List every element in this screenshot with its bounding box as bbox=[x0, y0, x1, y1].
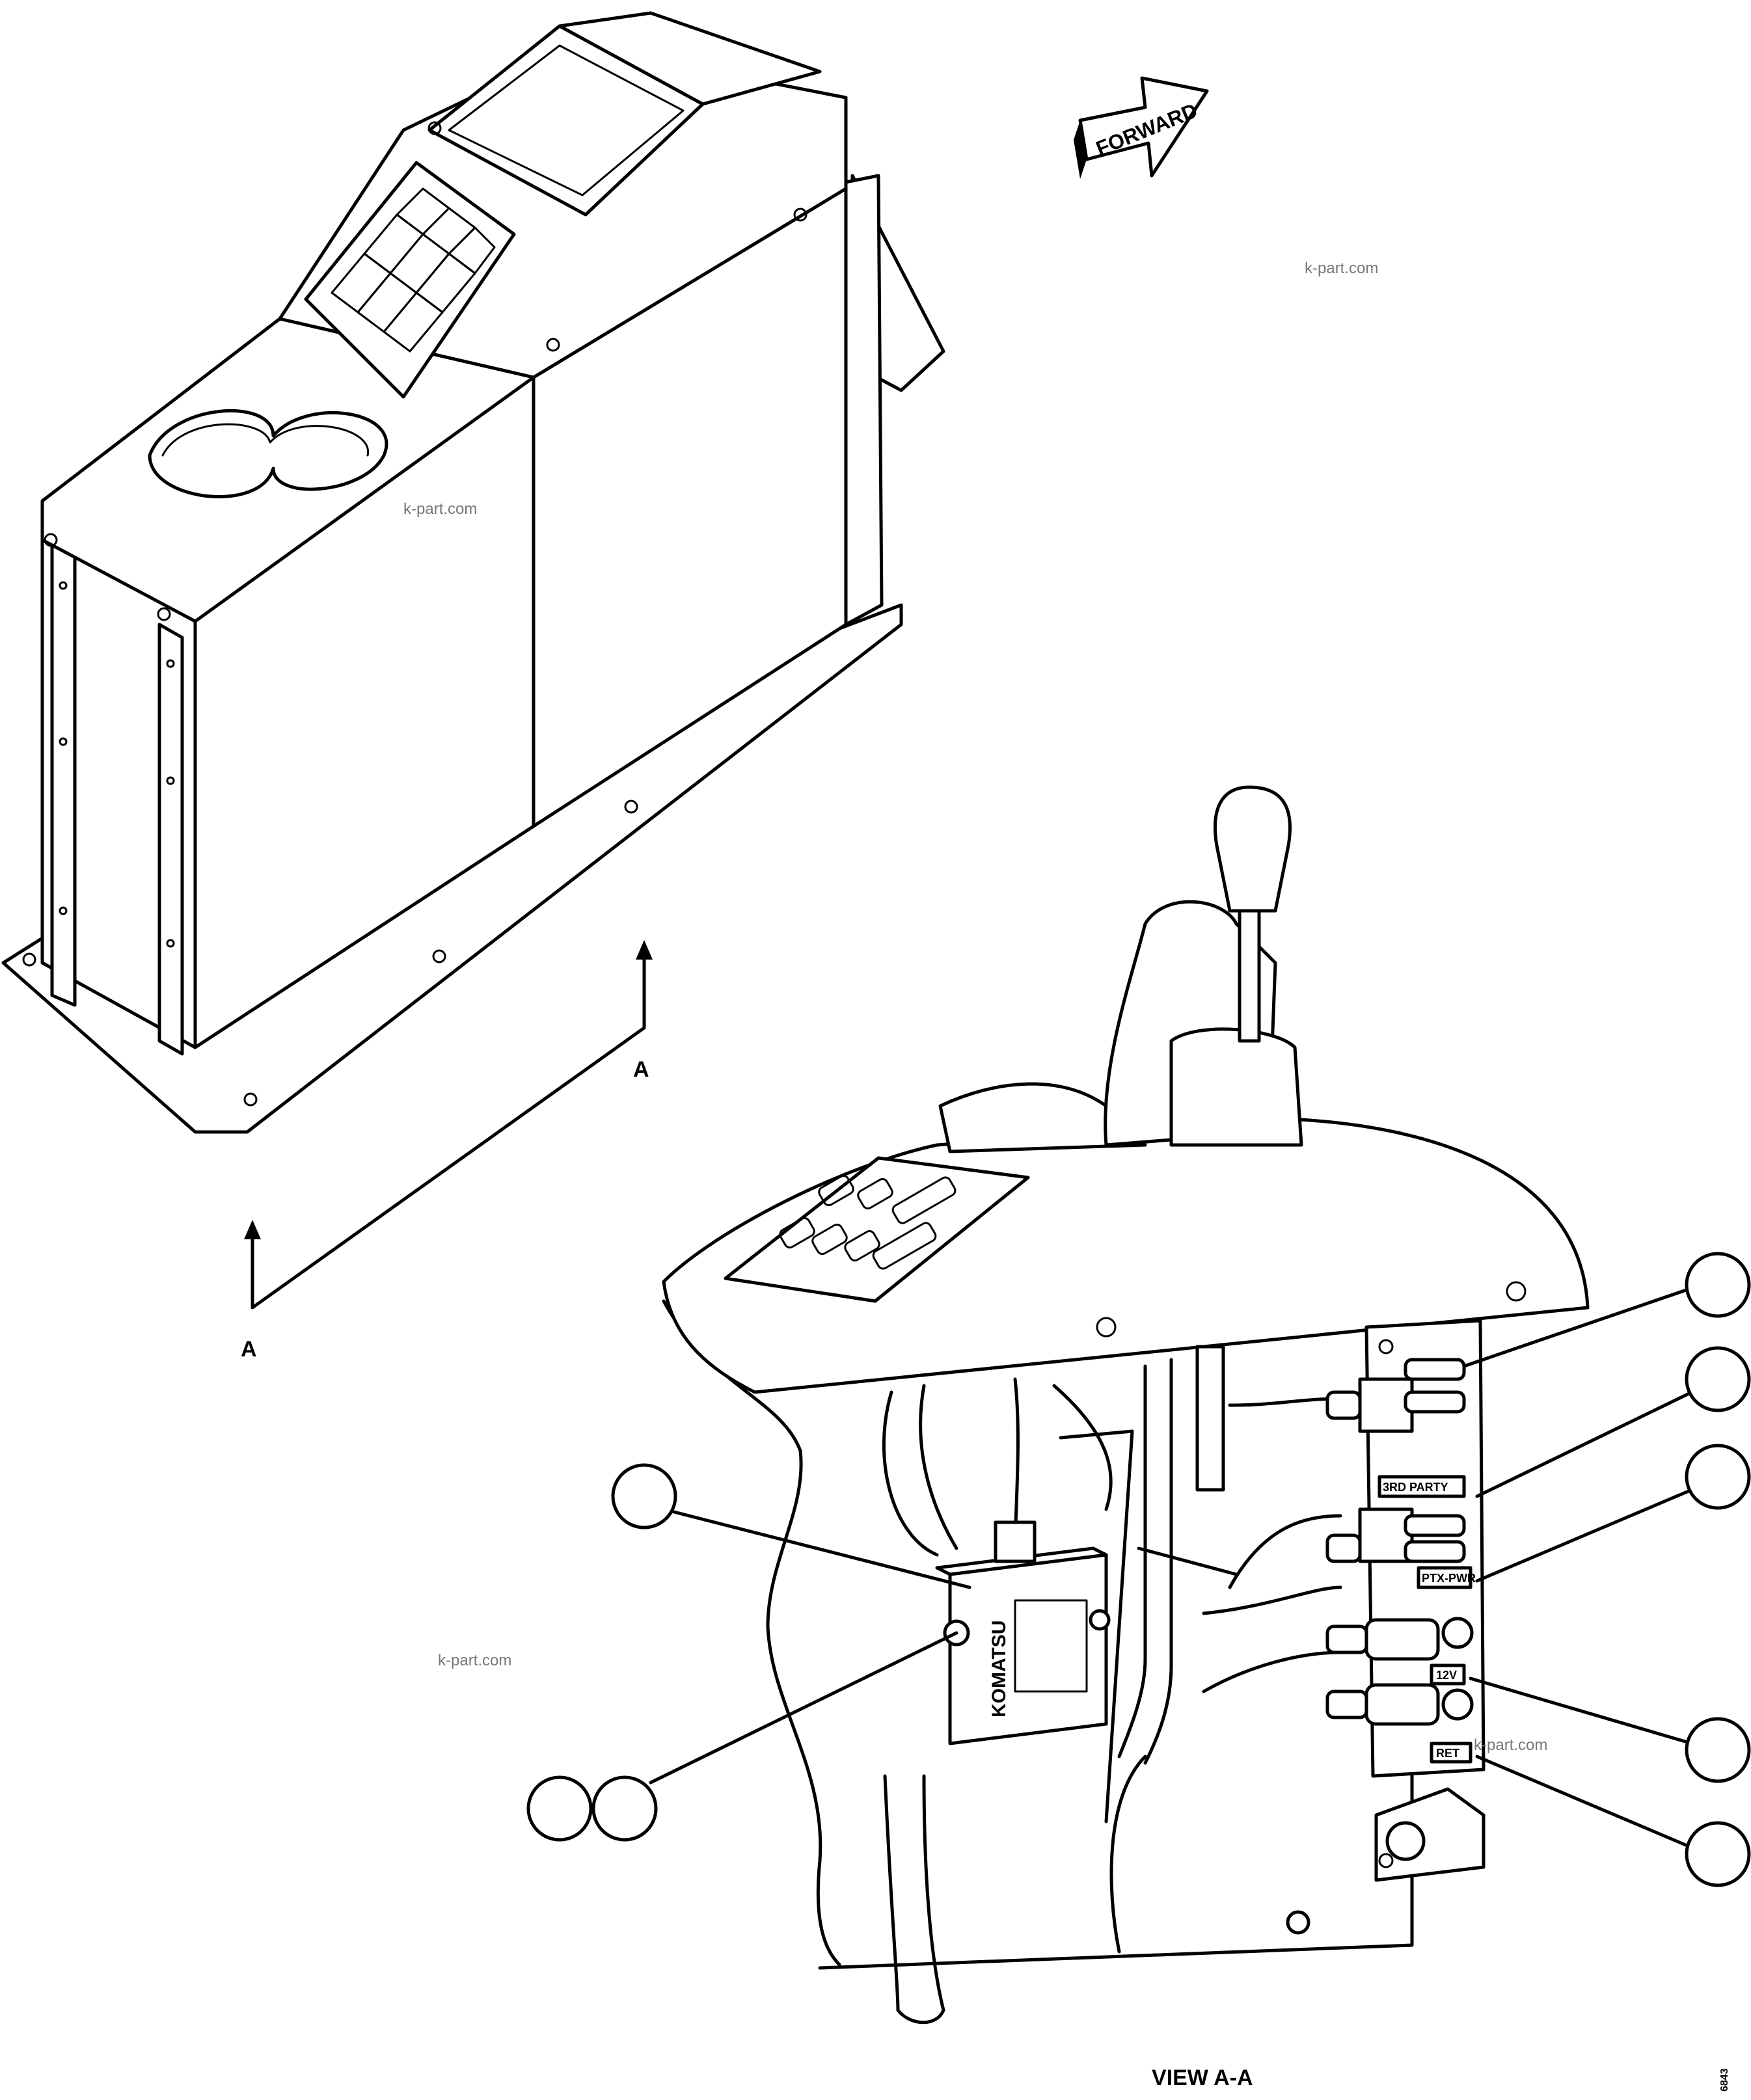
label-3rd-party: 3RD PARTY bbox=[1383, 1481, 1448, 1494]
callout-bubble bbox=[591, 1775, 658, 1842]
switch-grid bbox=[331, 187, 496, 353]
panel-buttons bbox=[779, 1174, 957, 1270]
callout-bubble bbox=[611, 1463, 677, 1529]
view-a-a-assembly: KOMATSU 3RD PARTY PTX-PWR 12V bbox=[662, 785, 1590, 2025]
screws bbox=[22, 121, 808, 1107]
console-assembly bbox=[1, 11, 945, 1134]
watermark: k-part.com bbox=[438, 1652, 511, 1669]
komatsu-logo: KOMATSU bbox=[988, 1621, 1010, 1717]
watermark: k-part.com bbox=[1305, 260, 1378, 277]
komatsu-module: KOMATSU bbox=[935, 1520, 1111, 1745]
label-ret: RET bbox=[1436, 1747, 1459, 1760]
label-12v: 12V bbox=[1436, 1669, 1457, 1682]
view-label: VIEW A-A bbox=[1152, 2066, 1253, 2090]
section-label-a: A bbox=[633, 1057, 649, 1082]
watermark: k-part.com bbox=[403, 500, 477, 518]
label-ptx-pwr: PTX-PWR bbox=[1422, 1572, 1476, 1585]
watermark: k-part.com bbox=[1474, 1736, 1547, 1754]
callout-bubble bbox=[1685, 1717, 1751, 1783]
forward-arrow: FORWARD bbox=[1074, 76, 1209, 179]
section-line-a-a bbox=[244, 940, 653, 1310]
section-label-a: A bbox=[241, 1337, 257, 1362]
figure-code: 6843 bbox=[1719, 2068, 1730, 2092]
callout-bubble bbox=[526, 1775, 593, 1842]
callout-bubble bbox=[1685, 1444, 1751, 1510]
connector-panel: 3RD PARTY PTX-PWR 12V RET bbox=[1286, 1319, 1486, 1935]
callout-bubble bbox=[1685, 1346, 1751, 1412]
callout-bubble bbox=[1685, 1821, 1751, 1887]
callouts bbox=[526, 1252, 1751, 1887]
callout-bubble bbox=[1685, 1252, 1751, 1318]
